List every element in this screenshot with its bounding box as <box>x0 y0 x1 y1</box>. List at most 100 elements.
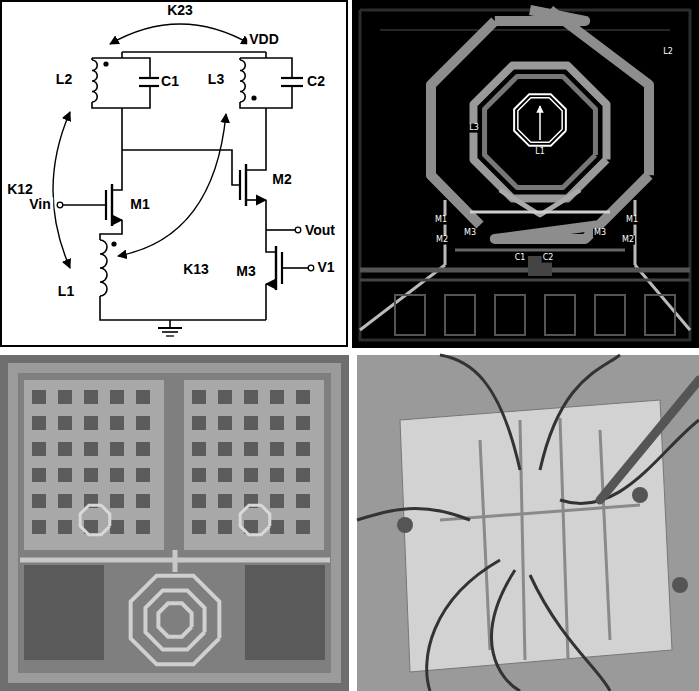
layout-label: M2 <box>621 236 635 245</box>
pad <box>395 295 425 335</box>
die-pad <box>218 442 232 456</box>
polarity-dot <box>111 241 116 246</box>
die-pad <box>110 520 124 534</box>
die-pad <box>32 520 46 534</box>
wire <box>92 86 150 108</box>
die-pad <box>270 416 284 430</box>
component-label: M2 <box>270 172 293 187</box>
metal-trace <box>444 200 447 265</box>
die-pad <box>244 416 258 430</box>
layout-label: M1 <box>434 216 448 225</box>
die-pad <box>218 468 232 482</box>
probe <box>600 380 699 500</box>
die-pad <box>192 442 206 456</box>
pad <box>445 295 475 335</box>
metal-trace <box>634 200 637 265</box>
cable <box>427 560 500 691</box>
layout-label: C1 <box>514 254 527 263</box>
layout-label: L1 <box>534 148 546 157</box>
die-pad <box>110 390 124 404</box>
inductor-symbol <box>92 60 97 102</box>
die-pad <box>296 468 310 482</box>
source-arrow <box>112 219 122 221</box>
inductor-symbol <box>100 240 107 296</box>
pcb-trace <box>600 430 610 640</box>
wire <box>266 200 276 252</box>
component-label: M1 <box>128 197 151 212</box>
die-trace <box>20 550 330 572</box>
die-pad <box>296 442 310 456</box>
cable <box>540 355 620 470</box>
component-label: C2 <box>305 74 327 89</box>
layout-panel <box>352 0 699 348</box>
metal-trace <box>635 265 690 330</box>
polarity-dot <box>103 61 108 66</box>
die-pad <box>244 442 258 456</box>
die-pad <box>270 520 284 534</box>
wire <box>266 229 295 231</box>
die-pad <box>136 520 150 534</box>
die-pad <box>32 416 46 430</box>
layout-label: L3 <box>468 124 480 133</box>
terminal <box>57 202 63 208</box>
inductor-trace <box>514 94 566 146</box>
pcb-trace <box>480 440 490 650</box>
component-label: C1 <box>159 74 181 89</box>
inductor-trace <box>485 77 596 188</box>
wire <box>158 327 182 329</box>
cable <box>530 575 610 691</box>
metal-trace <box>360 268 690 273</box>
die-pad <box>136 390 150 404</box>
pad <box>495 295 525 335</box>
die-pad <box>136 468 150 482</box>
component-label: L1 <box>56 284 76 299</box>
component-label: K13 <box>181 262 211 277</box>
die-pad <box>58 468 72 482</box>
inductor-photo <box>80 505 110 535</box>
die-pad <box>244 468 258 482</box>
die-block <box>8 363 341 683</box>
polarity-dot <box>251 95 256 100</box>
sma-connector <box>397 517 413 533</box>
wire <box>100 220 122 240</box>
component-label: K23 <box>165 3 195 18</box>
die-pad <box>84 468 98 482</box>
die-pad <box>58 442 72 456</box>
layout-label: L2 <box>662 48 674 57</box>
wire <box>281 77 303 79</box>
inductor-photo <box>240 505 270 535</box>
die-pad <box>270 494 284 508</box>
component-label: Vout <box>303 223 337 238</box>
wire <box>139 77 161 79</box>
wire <box>100 296 266 320</box>
die-pad <box>32 390 46 404</box>
die-pad <box>136 494 150 508</box>
die-block <box>18 373 331 673</box>
coupling-arrow <box>53 112 70 268</box>
pad <box>645 295 675 335</box>
wire <box>265 52 267 58</box>
component-label: L2 <box>54 72 74 87</box>
cable <box>440 355 520 470</box>
schematic-panel <box>1 1 347 346</box>
pcb-photo-panel <box>357 355 699 691</box>
die-pad <box>218 416 232 430</box>
die-pad <box>296 494 310 508</box>
die-pad <box>32 494 46 508</box>
inductor-photo <box>131 576 220 665</box>
die-pad <box>136 442 150 456</box>
die-pad <box>110 468 124 482</box>
wire <box>169 320 171 328</box>
sma-connector <box>632 487 648 503</box>
wire <box>239 170 241 200</box>
layout-label: M2 <box>435 236 449 245</box>
wire <box>63 204 106 206</box>
cable <box>492 570 520 691</box>
die-pad <box>110 442 124 456</box>
die-pad <box>192 494 206 508</box>
wire <box>122 51 266 53</box>
die-pad <box>58 494 72 508</box>
inductor-photo <box>158 603 191 636</box>
source-arrow <box>246 199 266 201</box>
coupling-arrow <box>118 114 226 256</box>
